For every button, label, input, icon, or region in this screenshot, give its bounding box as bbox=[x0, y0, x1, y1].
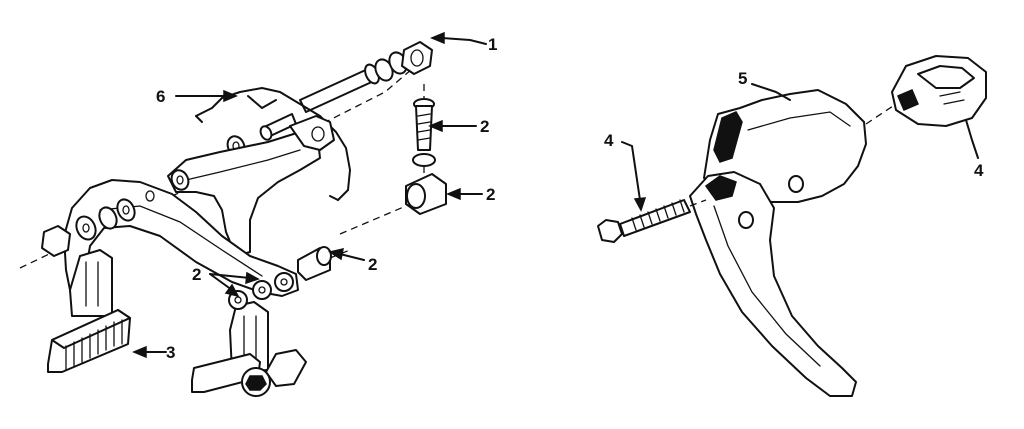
caliper-brake-assembly bbox=[19, 41, 447, 397]
nut-stack-part-1 bbox=[374, 41, 433, 82]
callout-6: 6 bbox=[156, 87, 165, 106]
left-brake-shoe-part-3 bbox=[47, 249, 131, 373]
left-axle-hardware bbox=[41, 169, 190, 257]
adjusting-screw-part-4 bbox=[597, 199, 707, 243]
handlebar-clamp-part-4 bbox=[891, 55, 987, 127]
center-bolt bbox=[299, 63, 380, 113]
callout-5: 5 bbox=[738, 69, 747, 88]
callout-4-screw: 4 bbox=[604, 131, 614, 150]
spring-part-6 bbox=[195, 87, 351, 201]
callout-2-adjusting-barrel: 2 bbox=[368, 255, 377, 274]
lever-blade bbox=[689, 171, 857, 397]
adjusting-barrel-part-2 bbox=[297, 246, 351, 281]
callouts: 1 6 2 2 2 2 3 4 5 4 bbox=[132, 31, 984, 362]
lever-hood-part-5 bbox=[703, 89, 897, 203]
cable-anchor-part-2 bbox=[339, 173, 447, 235]
upper-brake-arm bbox=[167, 115, 335, 257]
brake-lever-assembly bbox=[597, 55, 987, 397]
callout-1: 1 bbox=[488, 35, 497, 54]
cable-clamp-bolt-part-2 bbox=[412, 84, 436, 178]
lower-pivot-hardware-part-2 bbox=[228, 272, 294, 310]
callout-2-lower-pivot: 2 bbox=[192, 265, 201, 284]
callout-2-cable-anchor: 2 bbox=[486, 185, 495, 204]
callout-2-clamp-bolt: 2 bbox=[480, 117, 489, 136]
callout-4-clamp: 4 bbox=[974, 161, 984, 180]
callout-3: 3 bbox=[166, 343, 175, 362]
right-brake-shoe bbox=[191, 301, 307, 397]
